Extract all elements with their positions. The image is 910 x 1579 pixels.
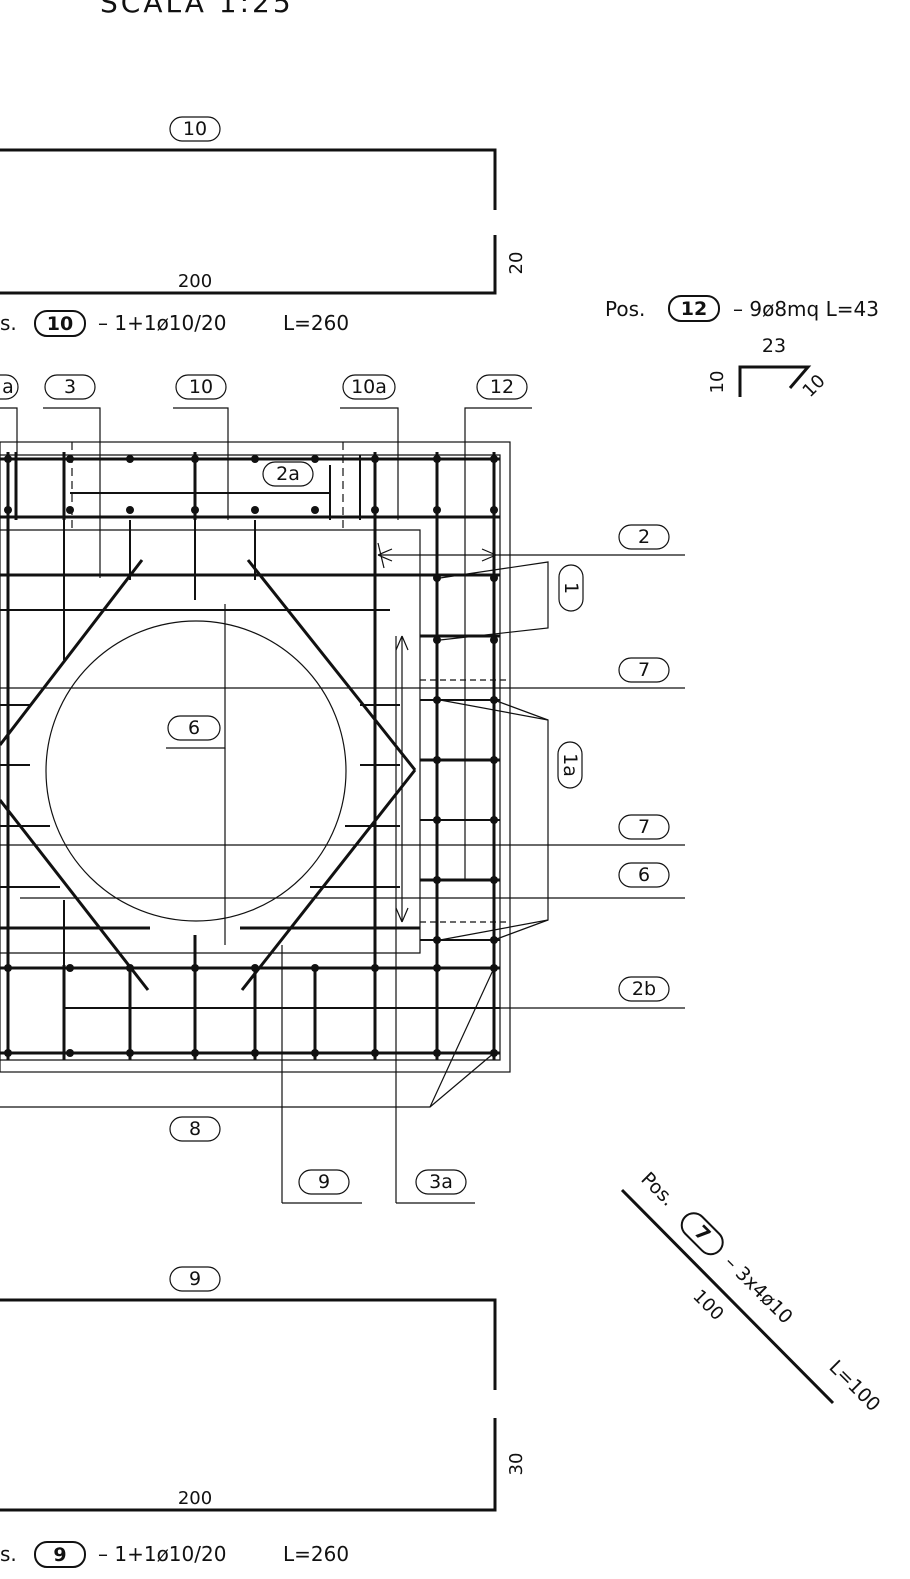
pos-7-spec: – 3x4ø10: [720, 1251, 797, 1328]
tag-7-upper: 7: [638, 659, 650, 681]
pos-9-tag: 9: [53, 1544, 66, 1566]
tag-12-plan: 12: [490, 376, 514, 398]
pos-9-length: L=260: [283, 1542, 349, 1566]
tag-2b: 2b: [632, 978, 656, 1000]
tag-1: 1: [560, 582, 582, 594]
bar-9-bottom-line: [0, 1418, 497, 1512]
tag-10-pill: [169, 116, 221, 142]
pos-12-spec: – 9ø8mq L=43: [733, 297, 879, 321]
tag-3: 3: [64, 376, 76, 398]
bar-10-height-dim: 20: [506, 252, 527, 275]
pos-10-tag: 10: [47, 313, 73, 335]
pos-12-prefix: Pos.: [605, 297, 645, 321]
tag-10a: 10a: [351, 376, 387, 398]
tag-10-plan: 10: [189, 376, 213, 398]
bar-10-top-line: [0, 148, 497, 210]
pos-9-spec: – 1+1ø10/20: [98, 1542, 226, 1566]
bar-shape-12: Pos. 12 – 9ø8mq L=43 23 10 10: [605, 295, 879, 402]
pos-9-pill: [34, 1541, 86, 1568]
bar-9-width-dim: 200: [178, 1488, 212, 1509]
bar-10-width-dim: 200: [178, 271, 212, 292]
plan-tags: a 3 10 10a 12 2a 2 1 7 6 1a 7 6: [0, 374, 670, 1195]
tag-9-label: 9: [189, 1268, 201, 1290]
bar-shape-10: 10 200 20 s. 10 – 1+1ø10/20 L=260: [0, 116, 527, 337]
leader-lines: [0, 407, 549, 1204]
bar-shape-7: Pos. 7 – 3x4ø10 L=100 100: [620, 1168, 885, 1416]
tag-2a: 2a: [276, 463, 300, 485]
scale-title: SCALA 1:25: [100, 0, 294, 19]
pos-7-prefix: Pos.: [636, 1168, 679, 1211]
tag-10-label: 10: [183, 118, 207, 140]
dim-12-left: 10: [707, 371, 728, 394]
plan-outer-outline: [0, 441, 511, 1073]
bar-9-height-dim: 30: [506, 1453, 527, 1476]
bar-12-shape: [738, 365, 812, 397]
bar-shape-9: 9 200 30 s. 9 – 1+1ø10/20 L=260: [0, 1266, 527, 1568]
tag-3a: 3a: [429, 1171, 453, 1193]
pos-12-tag: 12: [681, 298, 707, 320]
plan-view: a 3 10 10a 12 2a 2 1 7 6 1a 7 6: [0, 374, 685, 1204]
tag-6-center: 6: [188, 717, 200, 739]
tag-7-lower: 7: [638, 816, 650, 838]
bar-10-bottom-line: [0, 235, 497, 295]
dim-12-right: 10: [799, 371, 830, 402]
tag-9-plan: 9: [318, 1171, 330, 1193]
tag-6-right: 6: [638, 864, 650, 886]
pos-12-pill: [668, 295, 720, 322]
pos-10-pill: [34, 310, 86, 337]
diamond-bars: [0, 559, 417, 991]
pos-7-length: L=100: [825, 1356, 885, 1416]
bar-7-line: [620, 1188, 835, 1405]
bar-section-dots: [4, 455, 498, 1057]
pos-10-prefix: s.: [0, 311, 17, 335]
tag-a: a: [2, 376, 14, 398]
tag-8: 8: [189, 1118, 201, 1140]
dim-12-top: 23: [762, 335, 786, 357]
tag-1a: 1a: [559, 753, 581, 777]
pos-10-length: L=260: [283, 311, 349, 335]
pos-7-pill: [680, 1212, 724, 1256]
tag-9-pill: [169, 1266, 221, 1292]
mesh-horizontal-bars: [0, 457, 500, 1055]
pos-10-spec: – 1+1ø10/20: [98, 311, 226, 335]
tag-2: 2: [638, 526, 650, 548]
circular-opening: [45, 620, 347, 922]
pos-9-prefix: s.: [0, 1542, 17, 1566]
bar-9-top-line: [0, 1298, 497, 1390]
